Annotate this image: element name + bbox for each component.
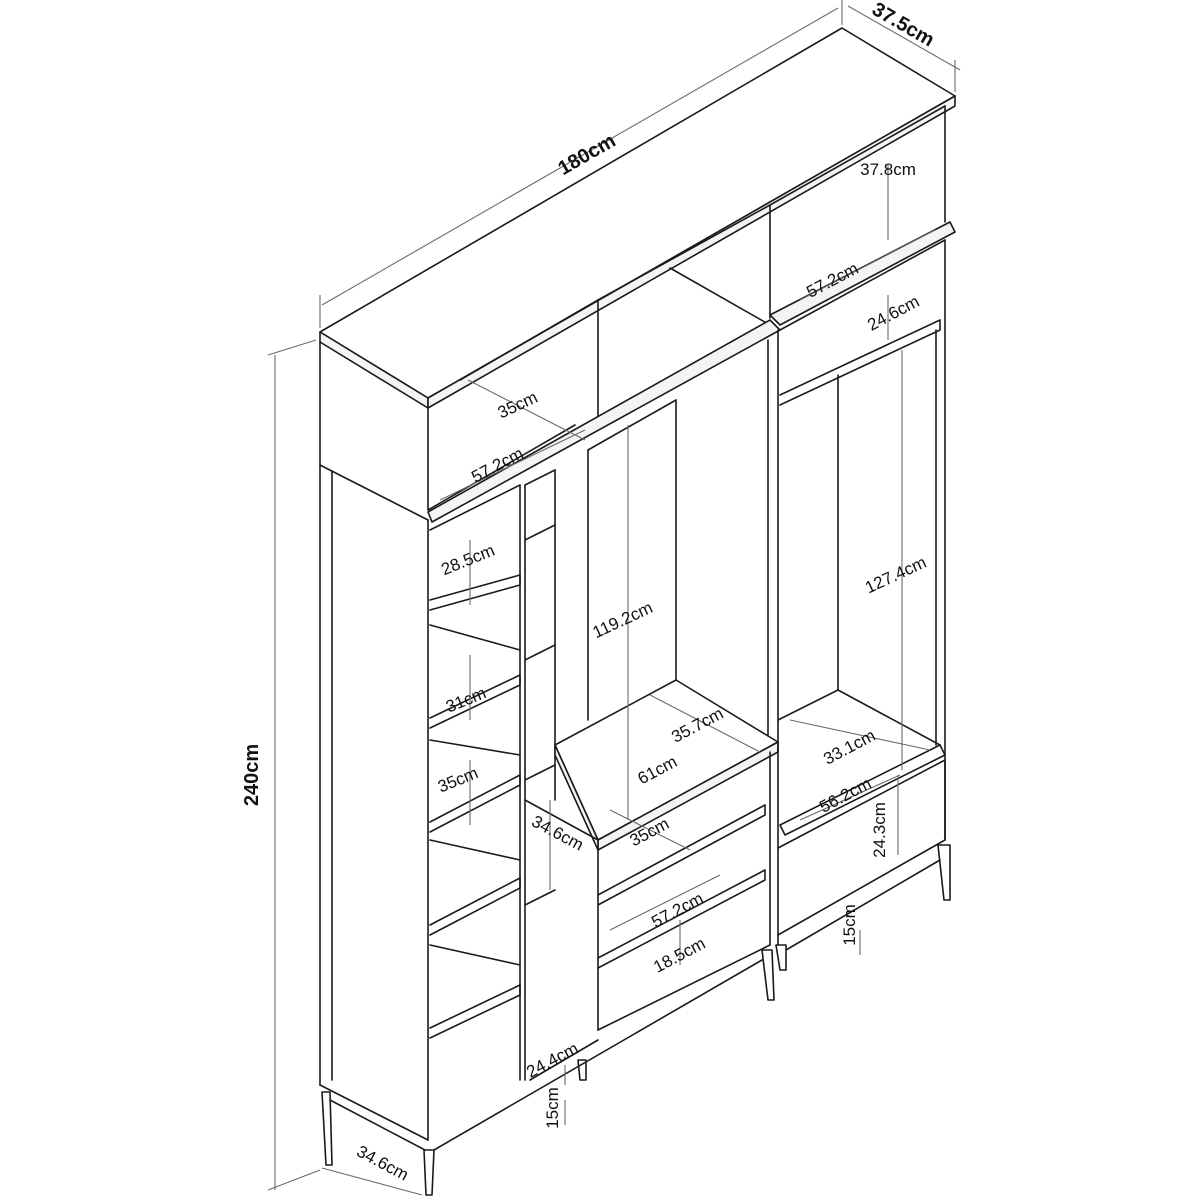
dim-57-2-center [609,874,721,931]
label-left-leg-height: 15cm [543,1087,562,1129]
right-floor-back [837,689,941,746]
label-right-shelf-gap: 24.6cm [864,292,922,335]
narrow-top [524,469,556,486]
height-ext-top [267,339,317,356]
center-bottom-edge [597,944,771,1031]
left-shelf-5 [429,984,521,1039]
center-leg [761,949,775,1001]
crown-right-bottom [769,221,956,326]
left-col-back-3 [429,839,521,861]
label-left-shelf-3: 35cm [435,763,481,796]
dim-56-2 [799,774,901,821]
dimension-lines [267,0,961,1196]
base-front-edge [433,959,763,1151]
label-right-hanging-height: 127.4cm [862,553,929,598]
right-drawer-front [777,759,946,936]
left-base-edge [329,1099,426,1151]
center-hanging [587,339,769,746]
dim-33-1 [789,719,931,751]
right-floor-left [777,689,839,721]
left-col-top-inner [429,484,521,531]
dim-57-2-right [799,229,936,301]
center-shelf-1 [597,804,766,906]
crown-inner-shelf [669,267,771,326]
label-left-shelf-1: 28.5cm [439,541,498,580]
narrow-shelf-4 [524,889,556,906]
dim-35-top [467,379,586,441]
dim-35-7 [649,694,761,753]
top-surface [319,27,956,399]
left-shelf-4 [429,877,521,936]
center-shelf-2 [597,869,766,969]
left-column [319,464,521,1196]
narrow-shelf-1 [524,524,556,541]
right-leg-back [775,944,787,971]
center-side-top [524,799,599,841]
left-col-back-2 [429,739,521,756]
narrow-shelf-3 [524,764,556,781]
height-ext-bottom [267,1169,321,1191]
dim-35-center [609,809,691,851]
left-shelf-1 [429,574,521,611]
label-depth: 37.5cm [868,0,938,51]
label-left-base-depth: 34.6cm [354,1142,412,1185]
left-col-back-1 [429,624,521,651]
right-leg-front [937,844,951,901]
crown-left-cubby-edge [427,407,576,511]
right-base-edge [785,859,941,951]
left-col-back-4 [429,944,521,966]
left-leg-back [321,1091,333,1166]
dim-57-2-top [439,429,586,501]
crown-bottom-left [319,464,429,521]
label-center-cubby-width: 57.2cm [648,889,706,932]
label-right-leg-height: 15cm [840,904,859,946]
label-height: 240cm [241,744,263,806]
top-crown [319,27,956,523]
label-center-height: 119.2cm [590,598,656,642]
dim-34-6-base [321,1167,423,1196]
label-top-right-height: 37.8cm [860,160,916,179]
right-section [775,239,951,971]
crown-right-back [769,105,946,206]
narrow-column [524,469,556,1081]
right-drawer-top [779,744,946,836]
label-bottom-gap: 24.4cm [523,1039,581,1082]
label-right-drawer-height: 24.3cm [870,802,889,858]
left-leg-front [423,1149,435,1196]
right-top-shelf [779,319,941,406]
left-col-bottom [319,1084,429,1141]
label-top-left-depth: 35cm [495,388,541,423]
narrow-shelf-2 [524,644,556,661]
depth-dim-line [847,5,961,71]
right-top-edge [779,239,946,331]
center-top-back [587,399,677,451]
crown-back-edge [597,204,771,301]
label-right-bottom-depth: 33.1cm [820,726,878,769]
label-center-drawer-height: 18.5cm [650,934,708,977]
center-cabinet [433,679,779,1151]
crown-inner-back-left [459,299,599,381]
center-bottom-back [529,1039,599,1081]
width-dim-line [321,7,839,306]
